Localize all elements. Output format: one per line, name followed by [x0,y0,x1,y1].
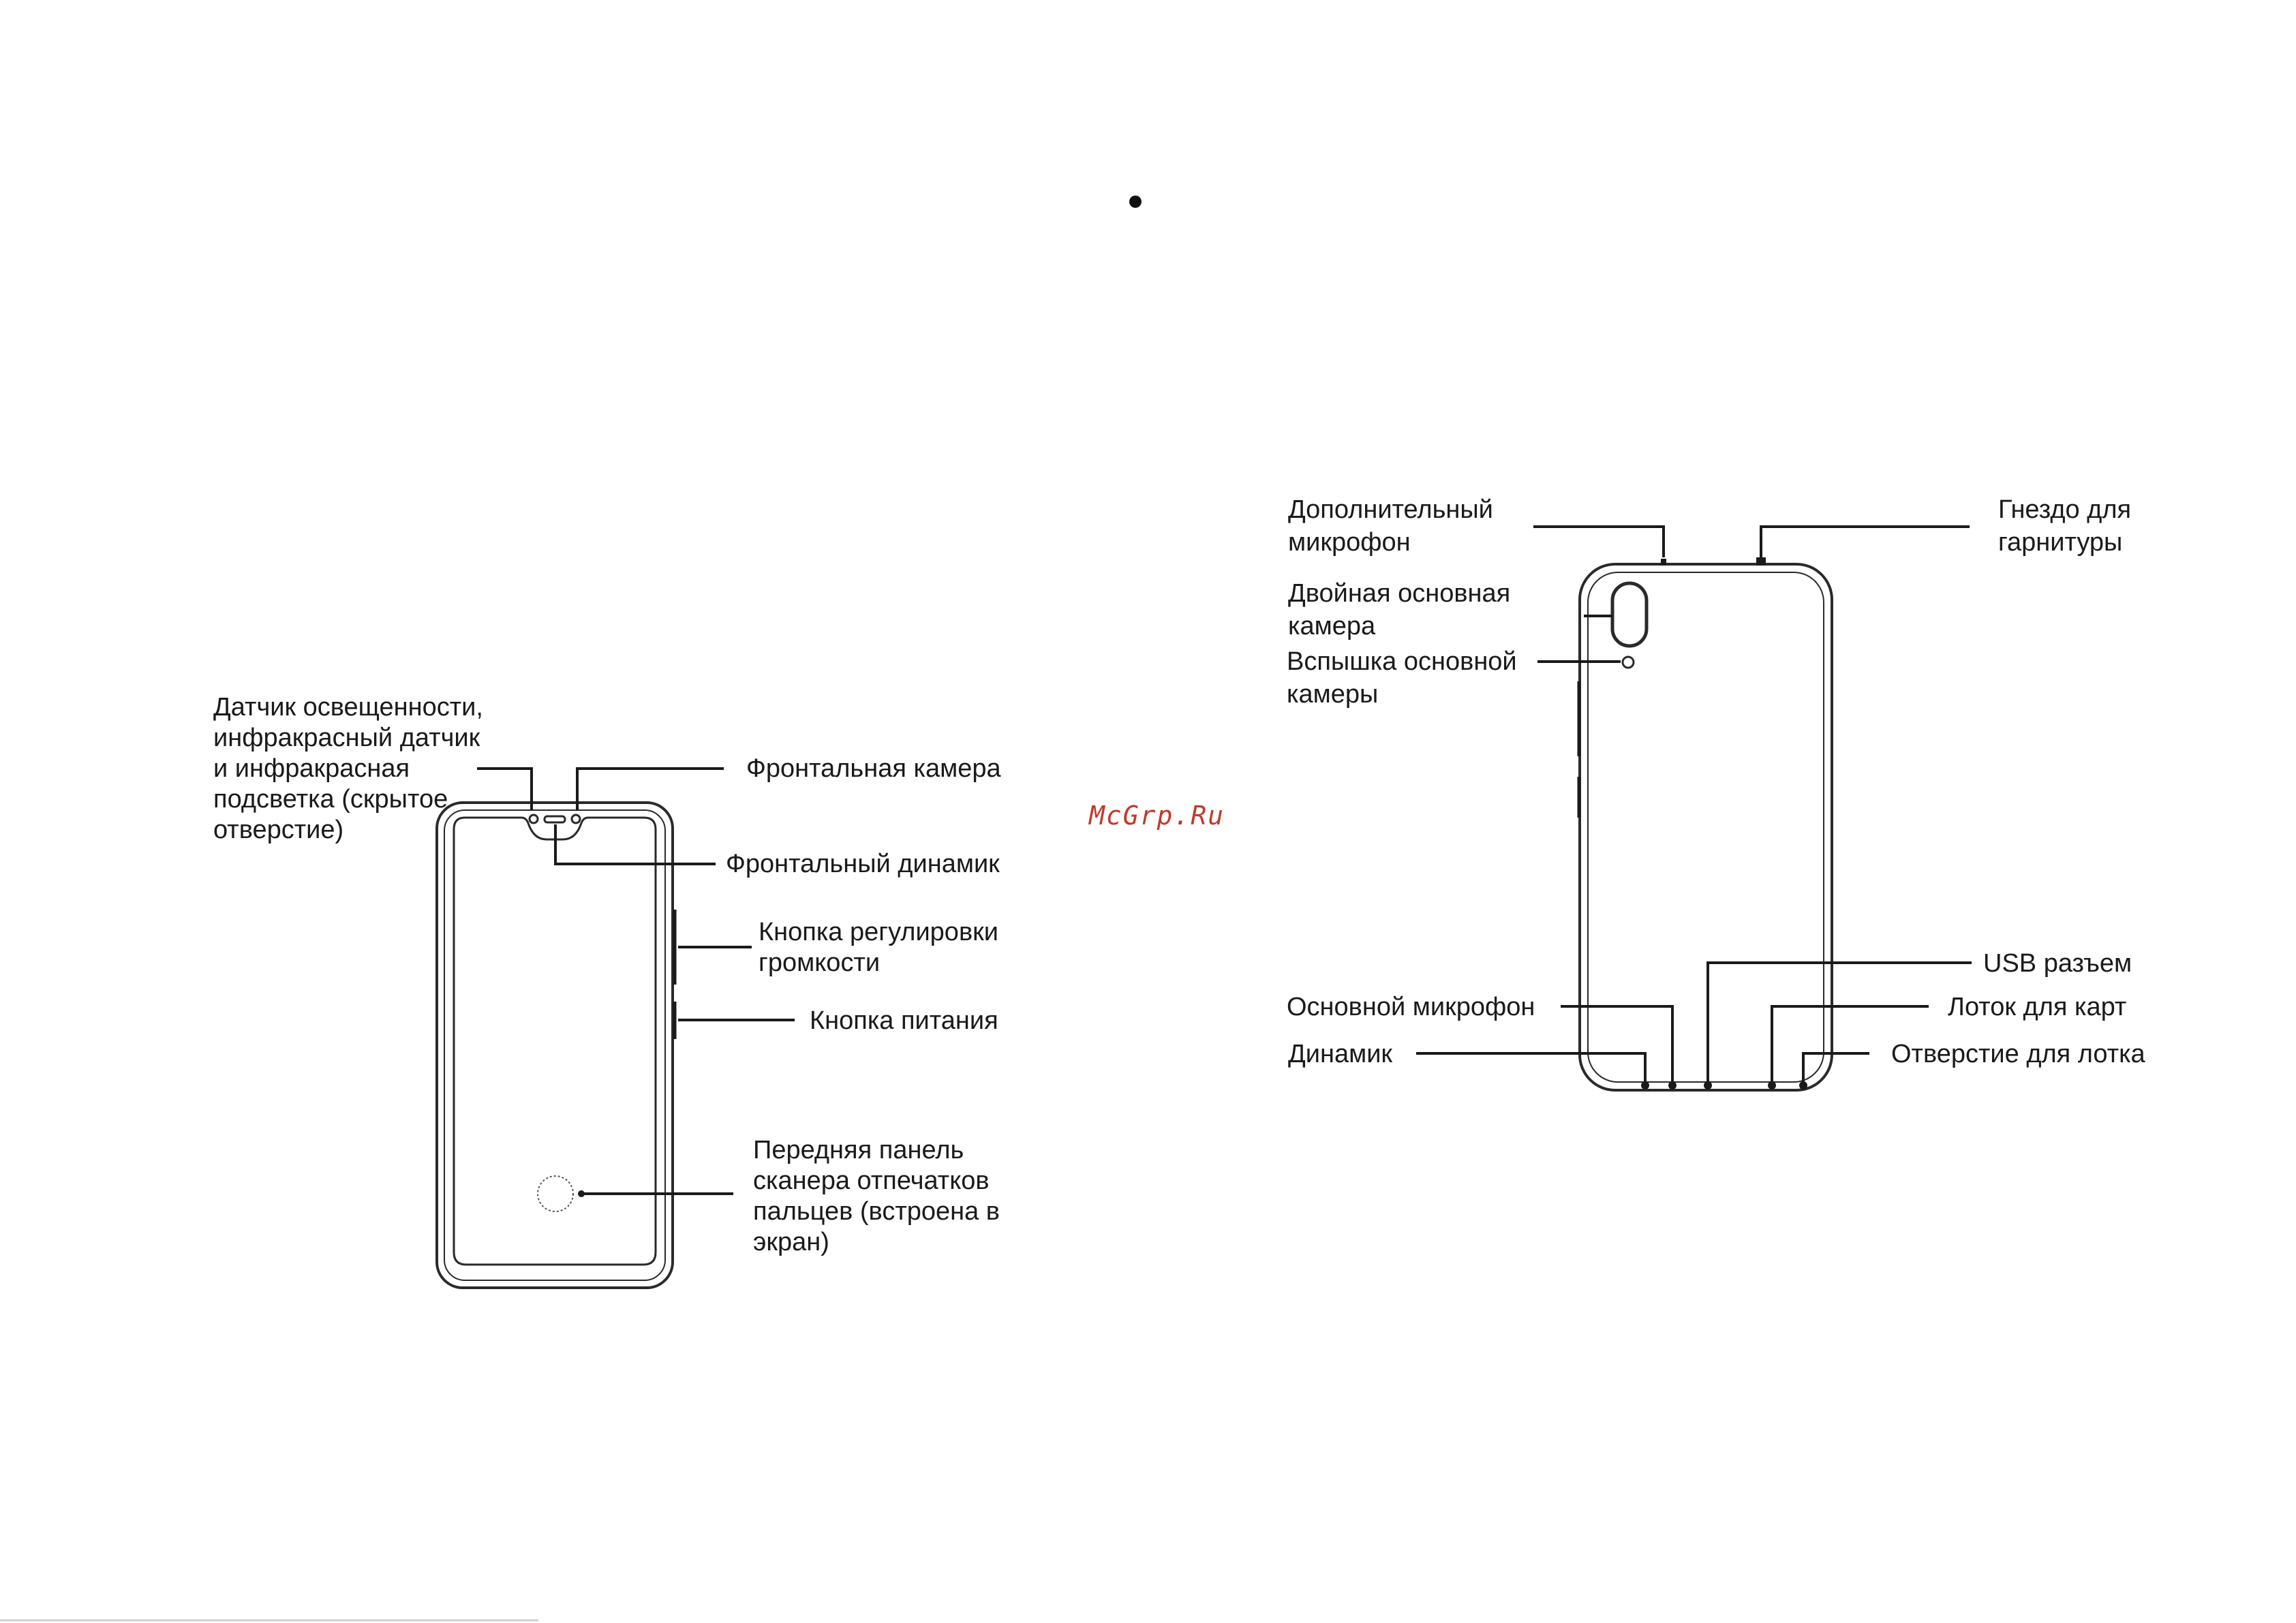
front-phone-bezel [444,809,666,1281]
label-flash: Вспышка основной камеры [1287,647,1524,709]
sensor-leader [477,767,533,811]
earpiece-icon [543,815,566,824]
speaker-hole [1641,1081,1649,1089]
fingerprint-icon [537,1175,574,1212]
tray-hole-leader [1802,1052,1869,1083]
label-main-mic: Основной микрофон [1287,993,1535,1021]
usb-port [1704,1081,1712,1089]
fingerprint-dot [578,1190,585,1197]
label-front-speaker: Фронтальный динамик [726,850,1000,878]
front-leader-lines [477,767,795,1197]
label-front-camera: Фронтальная камера [746,754,1001,783]
front-phone-body [435,801,674,1289]
label-aux-mic: Дополнительный микрофон [1288,495,1500,557]
card-tray-leader [1771,1005,1929,1083]
back-leader-lines [1416,525,1972,1083]
label-usb: USB разъем [1983,949,2132,978]
flash-icon [1621,655,1635,669]
label-dual-camera: Двойная основная камера [1288,579,1518,640]
label-speaker: Динамик [1288,1040,1392,1068]
label-card-tray: Лоток для карт [1948,993,2126,1021]
aux-mic-leader [1533,525,1665,557]
stray-dot [1129,196,1142,208]
watermark: McGrp.Ru [1088,801,1225,831]
usb-leader [1706,961,1972,1083]
back-phone-body [1578,563,1833,1092]
sensor-hole-icon [528,814,539,824]
label-sensor: Датчик освещенности, инфракрасный датчик… [213,693,491,844]
label-fingerprint: Передняя панель сканера отпечатков пальц… [753,1136,1007,1256]
front-screen [453,816,657,1266]
front-camera-leader [576,767,724,811]
headset-jack-port [1756,557,1766,566]
front-phone-drawing [435,801,677,1289]
main-mic-leader [1561,1005,1674,1083]
speaker-leader [1416,1052,1647,1083]
tray-hole [1799,1081,1807,1089]
label-headset-jack: Гнездо для гарнитуры [1998,495,2139,557]
dual-camera-icon [1610,581,1649,648]
aux-mic-hole [1661,559,1666,566]
label-volume-button: Кнопка регулировки громкости [759,918,1006,977]
main-mic-hole [1668,1081,1677,1089]
label-tray-hole: Отверстие для лотка [1891,1040,2146,1068]
headset-jack-leader [1760,525,1970,557]
front-speaker-leader [554,824,716,865]
card-tray-slot [1768,1081,1776,1089]
label-power-button: Кнопка питания [810,1006,998,1035]
back-phone-drawing [1577,557,1833,1092]
front-camera-icon [570,814,581,824]
